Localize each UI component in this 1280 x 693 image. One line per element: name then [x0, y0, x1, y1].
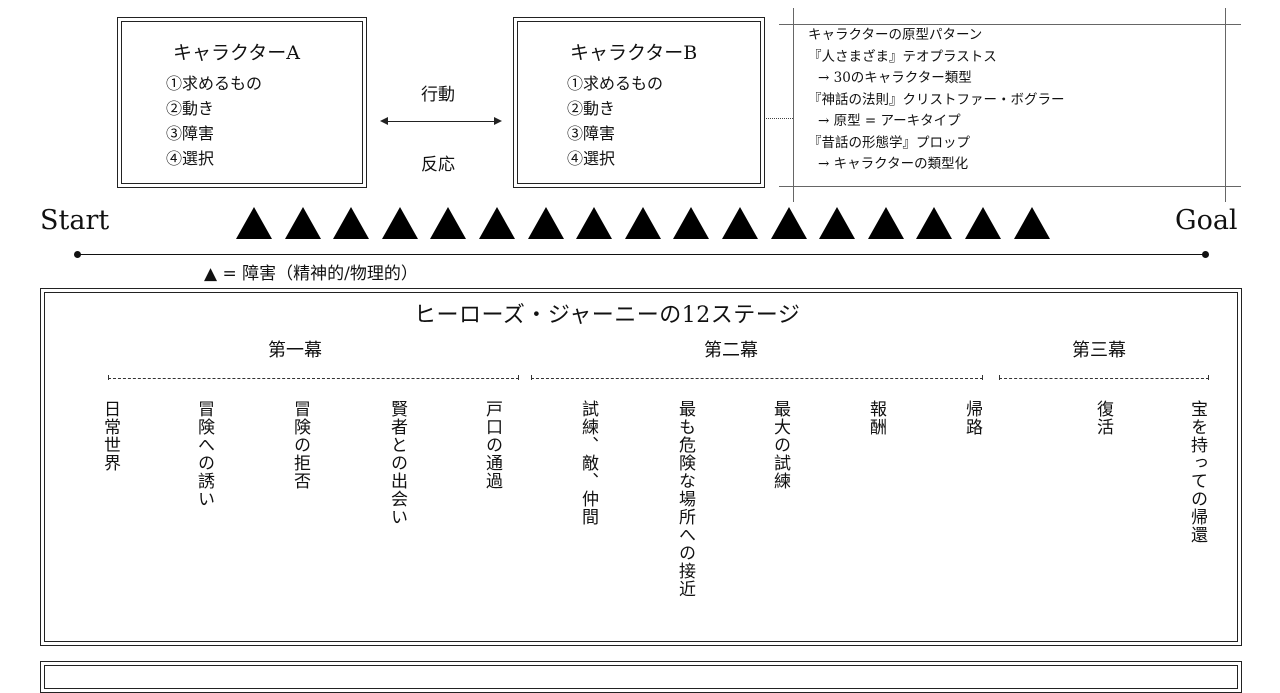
- character-a-item: ①求めるもの: [166, 74, 263, 93]
- journey-box: [40, 288, 1242, 646]
- stage-2: 冒険への誘い: [194, 400, 214, 508]
- character-b-list: ①求めるもの ②動き ③障害 ④選択: [567, 71, 663, 171]
- next-section-box: [40, 661, 1242, 693]
- start-label: Start: [40, 205, 110, 236]
- reference-line: → 原型 = アーキタイプ: [818, 113, 961, 129]
- reference-rule-bottom: [779, 186, 1241, 187]
- obstacle-triangle-icon: [916, 207, 953, 239]
- act-bracket-1: [108, 375, 519, 380]
- stage-10: 帰路: [962, 400, 982, 436]
- obstacle-triangle-icon: [770, 207, 807, 239]
- stage-9: 報酬: [866, 400, 886, 436]
- obstacle-triangle-icon: [527, 207, 564, 239]
- act-label-2: 第二幕: [704, 340, 758, 361]
- obstacle-triangle-icon: [867, 207, 904, 239]
- obstacle-triangle-icon: [965, 207, 1001, 239]
- act-label-3: 第三幕: [1072, 340, 1126, 361]
- goal-label: Goal: [1175, 205, 1238, 236]
- obstacle-triangle-icon: [1013, 207, 1050, 239]
- character-b-item: ②動き: [567, 99, 616, 118]
- reference-rule-left: [793, 8, 794, 202]
- character-a-title: キャラクターA: [173, 42, 300, 64]
- reference-line: 『神話の法則』クリストファー・ボグラー: [808, 91, 1065, 108]
- journey-title: ヒーローズ・ジャーニーの12ステージ: [414, 303, 801, 328]
- obstacle-triangle-icon: [430, 207, 467, 239]
- reference-line: 『昔話の形態学』プロップ: [808, 134, 970, 151]
- obstacle-triangle-icon: [576, 207, 613, 239]
- reference-line: → 30のキャラクター類型: [818, 70, 972, 86]
- character-b-item: ①求めるもの: [567, 74, 664, 93]
- reaction-label: 反応: [421, 155, 455, 175]
- reference-list: キャラクターの原型パターン 『人さまざま』テオプラストス → 30のキャラクター…: [808, 25, 1065, 176]
- act-bracket-3: [999, 375, 1209, 380]
- action-label: 行動: [421, 85, 455, 105]
- act-bracket-2: [531, 375, 983, 380]
- stage-11: 復活: [1093, 400, 1113, 436]
- stage-6: 試練、敵、仲間: [578, 400, 598, 526]
- obstacle-triangle-icon: [381, 207, 418, 239]
- stage-5: 戸口の通過: [482, 400, 502, 490]
- stage-12: 宝を持っての帰還: [1187, 400, 1207, 544]
- character-b-item: ③障害: [567, 124, 616, 143]
- reference-connector: [766, 118, 793, 119]
- reference-heading: キャラクターの原型パターン: [808, 27, 983, 43]
- character-a-item: ②動き: [166, 99, 215, 118]
- character-b-box: [513, 17, 765, 188]
- stage-1: 日常世界: [100, 400, 120, 472]
- reference-line: 『人さまざま』テオプラストス: [808, 48, 997, 65]
- reference-line: → キャラクターの類型化: [818, 156, 969, 172]
- interaction-arrow: [386, 121, 494, 122]
- arrow-head-right-icon: [494, 117, 502, 125]
- character-a-item: ③障害: [166, 124, 215, 143]
- obstacle-triangle-icon: [333, 207, 370, 239]
- obstacle-triangle-icon: [722, 207, 758, 239]
- stage-7: 最も危険な場所への接近: [675, 400, 695, 598]
- obstacle-triangle-icon: [236, 207, 272, 239]
- character-a-item: ④選択: [166, 149, 215, 168]
- arrow-head-left-icon: [380, 117, 388, 125]
- obstacle-legend: ▲ = 障害（精神的/物理的）: [204, 264, 418, 284]
- reference-rule-top: [779, 24, 1241, 25]
- character-b-title: キャラクターB: [570, 42, 698, 64]
- obstacle-triangle-icon: [479, 207, 515, 239]
- character-a-box: [117, 17, 367, 188]
- character-b-item: ④選択: [567, 149, 616, 168]
- obstacle-triangle-icon: [819, 207, 856, 239]
- character-a-list: ①求めるもの ②動き ③障害 ④選択: [166, 71, 262, 171]
- timeline-line: [78, 254, 1206, 255]
- obstacle-triangle-icon: [284, 207, 321, 239]
- timeline-start-dot: [74, 251, 81, 258]
- act-label-1: 第一幕: [268, 340, 322, 361]
- reference-rule-right: [1225, 8, 1226, 202]
- stage-3: 冒険の拒否: [290, 400, 310, 490]
- stage-8: 最大の試練: [770, 400, 790, 490]
- obstacle-triangle-icon: [673, 207, 710, 239]
- timeline-goal-dot: [1202, 251, 1209, 258]
- obstacle-triangle-icon: [624, 207, 661, 239]
- stage-4: 賢者との出会い: [387, 400, 407, 526]
